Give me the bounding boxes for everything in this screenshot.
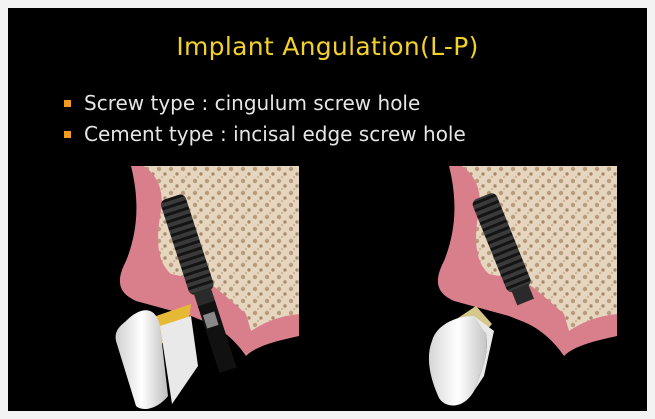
bullet-text: Screw type : cingulum screw hole [84,91,420,115]
presentation-slide: Implant Angulation(L-P) Screw type : cin… [8,8,647,411]
screw-retained-implant-illustration [96,166,299,411]
square-bullet-icon [64,131,71,138]
crown [429,316,494,406]
slide-title: Implant Angulation(L-P) [8,32,647,61]
bullet-text: Cement type : incisal edge screw hole [84,122,466,146]
bullet-list: Screw type : cingulum screw hole Cement … [64,88,466,150]
square-bullet-icon [64,100,71,107]
cement-retained-implant-illustration [414,166,617,411]
crown [116,310,198,409]
bullet-item-cement-type: Cement type : incisal edge screw hole [64,119,466,150]
bullet-item-screw-type: Screw type : cingulum screw hole [64,88,466,119]
